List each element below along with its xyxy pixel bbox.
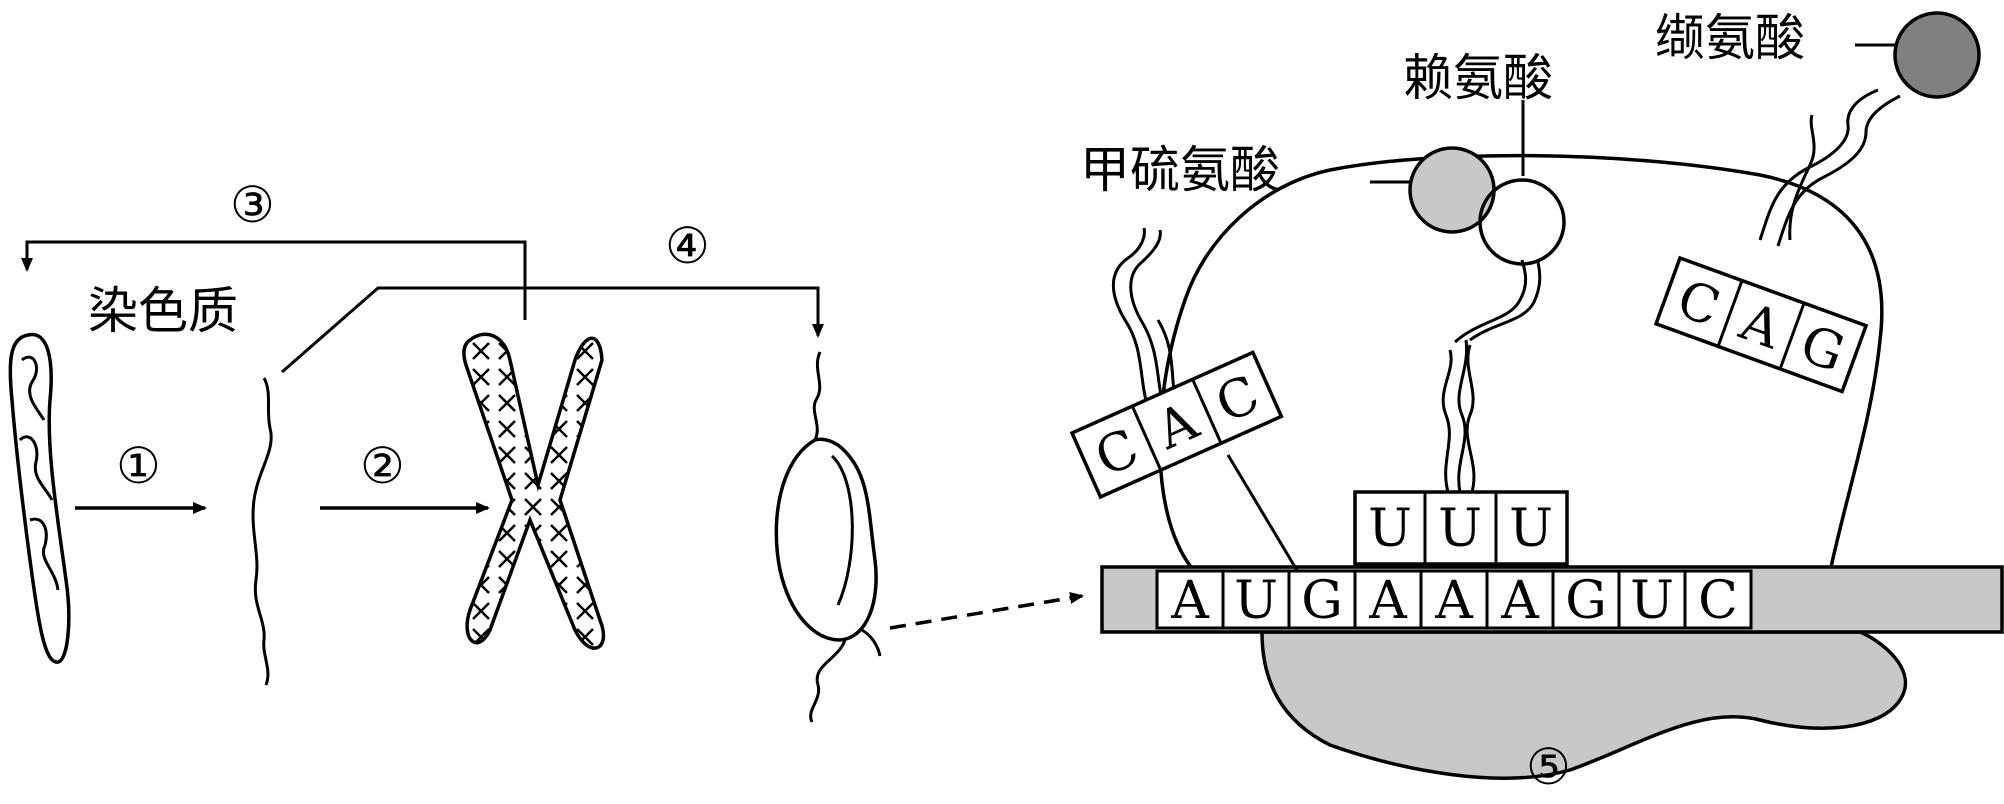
mrna-base-text: U: [1630, 571, 1674, 631]
trna-middle: U U U: [1353, 259, 1569, 566]
dashed-arrow: [889, 592, 1084, 630]
mrna-base: C: [1683, 569, 1753, 631]
mrna-base-text: C: [1698, 571, 1738, 631]
step-3-label: ③: [230, 176, 275, 234]
arrow-step-4: [281, 286, 824, 374]
chromatin-label: 染色质: [88, 282, 238, 340]
step-4-label: ④: [665, 217, 710, 275]
arrow-step-3: [21, 240, 527, 320]
mrna-base-text: A: [1434, 571, 1474, 631]
trna-middle-base: U: [1438, 499, 1482, 559]
mrna-base-text: A: [1500, 571, 1540, 631]
trna-middle-base: U: [1368, 499, 1412, 559]
step-5-label: ⑤: [1526, 738, 1571, 796]
condensed-chromosome: [8, 332, 71, 664]
mrna-base-text: G: [1301, 571, 1343, 631]
mrna-base-text: U: [1234, 571, 1278, 631]
mrna-bases: A U G A A A G U: [1155, 569, 1753, 631]
mrna-base-text: G: [1565, 571, 1607, 631]
trna-right: C A G: [1653, 88, 1901, 394]
mrna-base: A: [1419, 569, 1489, 631]
mrna-base-text: A: [1368, 571, 1408, 631]
mrna-base: G: [1551, 569, 1621, 631]
ribosome-small-subunit: [1260, 630, 1908, 780]
mrna-base: A: [1155, 569, 1225, 631]
mrna-base: A: [1353, 569, 1423, 631]
mrna-base-text: A: [1170, 571, 1210, 631]
valine-label: 缬氨酸: [1655, 9, 1805, 67]
unwinding-chromosome: [774, 351, 882, 723]
x-chromosome: [462, 332, 606, 650]
mrna-base: A: [1485, 569, 1555, 631]
mrna-base: G: [1287, 569, 1357, 631]
lysine-residue: [1478, 178, 1566, 266]
step-2-label: ②: [360, 437, 405, 495]
mrna-base: U: [1221, 569, 1291, 631]
step-1-label: ①: [116, 437, 161, 495]
trna-left: C A C: [1069, 227, 1300, 573]
mrna-base: U: [1617, 569, 1687, 631]
chromatin-thread: [251, 377, 273, 686]
lysine-label: 赖氨酸: [1403, 49, 1553, 107]
trna-middle-base: U: [1509, 499, 1553, 559]
valine-residue: [1893, 11, 1981, 99]
methionine-label: 甲硫氨酸: [1080, 141, 1280, 199]
